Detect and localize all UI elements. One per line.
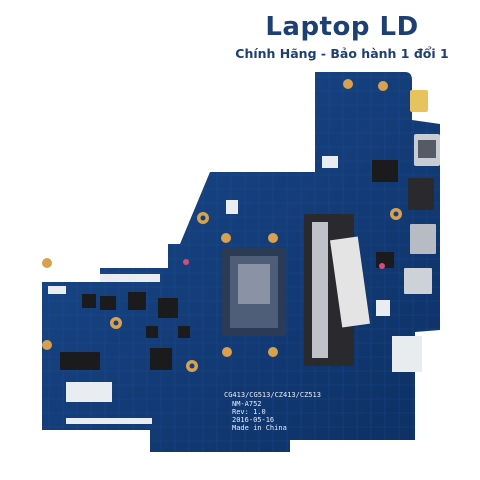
capacitors xyxy=(183,259,385,269)
chips xyxy=(60,160,398,370)
silk-line-1: CG413/CG513/CZ413/CZ513 xyxy=(224,391,321,399)
brand-title: Laptop LD xyxy=(265,12,419,42)
ethernet-port xyxy=(408,178,434,210)
usb-c-port xyxy=(410,90,428,112)
audio-jack xyxy=(392,336,422,372)
silk-line-2: NM-A752 xyxy=(232,400,262,408)
usb-port xyxy=(404,224,436,294)
ram-slot xyxy=(304,214,370,366)
brand-tagline: Chính Hãng - Bảo hành 1 đổi 1 xyxy=(235,46,449,61)
connectors xyxy=(48,156,390,424)
hdmi-port xyxy=(414,134,440,166)
cpu-chip xyxy=(222,248,286,336)
silk-line-4: 2016-05-16 xyxy=(232,416,274,424)
silk-line-3: Rev: 1.0 xyxy=(232,408,266,416)
silk-line-5: Made in China xyxy=(232,424,287,432)
watermark: Laptop LD Chính Hãng - Bảo hành 1 đổi 1 xyxy=(232,10,452,61)
silkscreen-label: CG413/CG513/CZ413/CZ513 NM-A752 Rev: 1.0… xyxy=(224,391,321,432)
